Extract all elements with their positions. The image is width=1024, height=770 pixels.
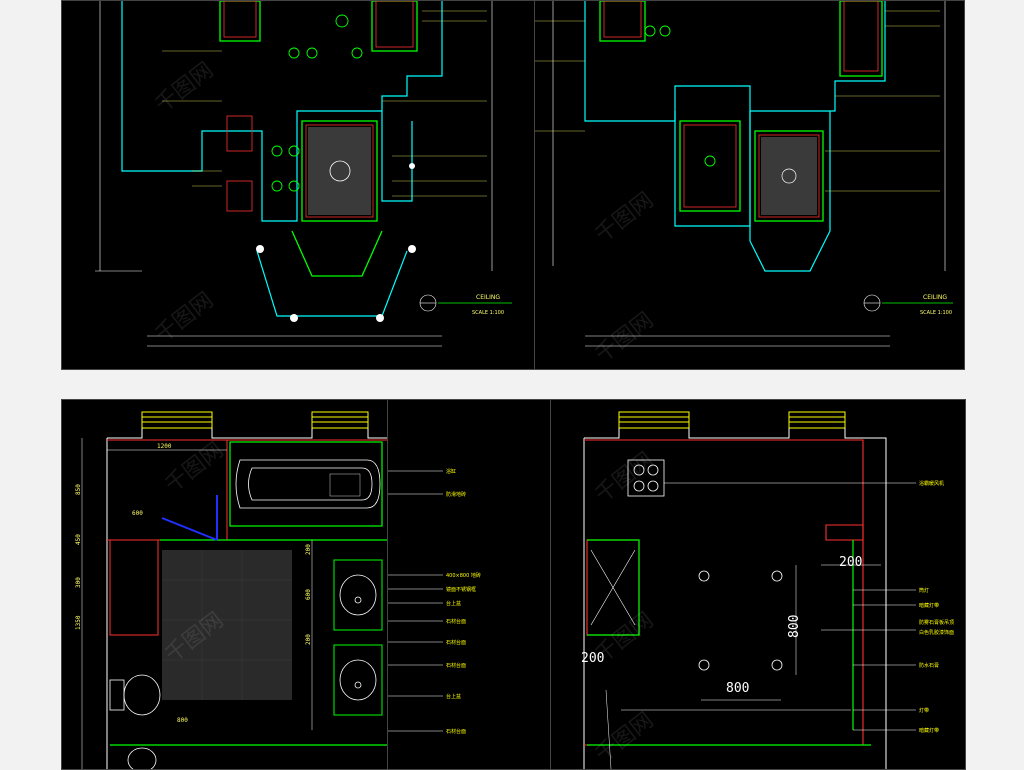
dim-bottom-mid: 800 (726, 681, 749, 696)
bathroom-floor-annotations-drawing: 浴缸 防滑地砖 400×800 地砖 镜面不锈钢框 台上盆 石材台面 石材台面 … (388, 468, 481, 735)
dim-left-d: 1350 (75, 615, 82, 630)
dim-left-a: 850 (75, 484, 82, 495)
label-stone-top-2: 石材台面 (446, 639, 466, 646)
dim-right-mid: 800 (787, 615, 802, 638)
label-waterproof-gypsum: 防水石膏 (919, 662, 939, 669)
label-latex-paint: 白色乳胶漆饰面 (919, 629, 954, 636)
dim-left-mid: 200 (581, 651, 604, 666)
ceiling-right-title: CEILING (923, 294, 947, 301)
label-bathtub: 浴缸 (446, 468, 456, 475)
dim-inner-a: 600 (132, 510, 143, 517)
ceiling-plan-right-drawing: CEILING SCALE 1:100 (535, 1, 953, 347)
label-basin-1: 台上盆 (446, 600, 461, 607)
dim-inner-d: 200 (305, 634, 312, 645)
label-hidden-strip-2: 暗藏灯带 (919, 727, 939, 734)
dim-left-c: 300 (75, 577, 82, 588)
dim-right-top: 200 (839, 555, 862, 570)
label-light-strip: 灯带 (919, 707, 929, 714)
dim-inner-b: 200 (305, 544, 312, 555)
dim-left-b: 450 (75, 534, 82, 545)
label-hidden-strip-1: 暗藏灯带 (919, 602, 939, 609)
bathroom-ceiling-plan: 200 800 200 800 浴霸暖风机 筒灯 暗藏灯带 防雾石膏板吊顶 白色… (550, 399, 966, 770)
ceiling-plan-right: CEILING SCALE 1:100 (534, 0, 965, 370)
bathroom-floor-annotations: 浴缸 防滑地砖 400×800 地砖 镜面不锈钢框 台上盆 石材台面 石材台面 … (387, 399, 552, 770)
label-stone-top-3: 石材台面 (446, 662, 466, 669)
ceiling-right-scale: SCALE 1:100 (920, 310, 952, 316)
dim-inner-c: 600 (305, 589, 312, 600)
label-heater: 浴霸暖风机 (919, 480, 944, 487)
bathroom-ceiling-plan-drawing: 200 800 200 800 浴霸暖风机 筒灯 暗藏灯带 防雾石膏板吊顶 白色… (581, 411, 954, 769)
ceiling-plan-left: CEILING SCALE 1:100 (61, 0, 536, 370)
label-downlight: 筒灯 (919, 587, 929, 594)
label-gypsum-ceiling: 防雾石膏板吊顶 (919, 619, 954, 626)
ceiling-left-scale: SCALE 1:100 (472, 310, 504, 316)
label-stone-top-4: 石材台面 (446, 728, 466, 735)
label-mirror-frame: 镜面不锈钢框 (446, 586, 476, 593)
ceiling-left-title: CEILING (476, 294, 500, 301)
label-floor-tile: 400×800 地砖 (446, 572, 481, 579)
bathroom-floor-plan-drawing: 1200 850 450 300 1350 600 200 600 200 80… (75, 411, 388, 769)
bathroom-floor-plan: 1200 850 450 300 1350 600 200 600 200 80… (61, 399, 389, 770)
dim-bottom: 800 (177, 717, 188, 724)
label-stone-top-1: 石材台面 (446, 618, 466, 625)
label-basin-2: 台上盆 (446, 693, 461, 700)
ceiling-plan-left-drawing: CEILING SCALE 1:100 (95, 1, 512, 347)
dim-top-width: 1200 (157, 443, 172, 450)
label-antislip-tile: 防滑地砖 (446, 491, 466, 498)
